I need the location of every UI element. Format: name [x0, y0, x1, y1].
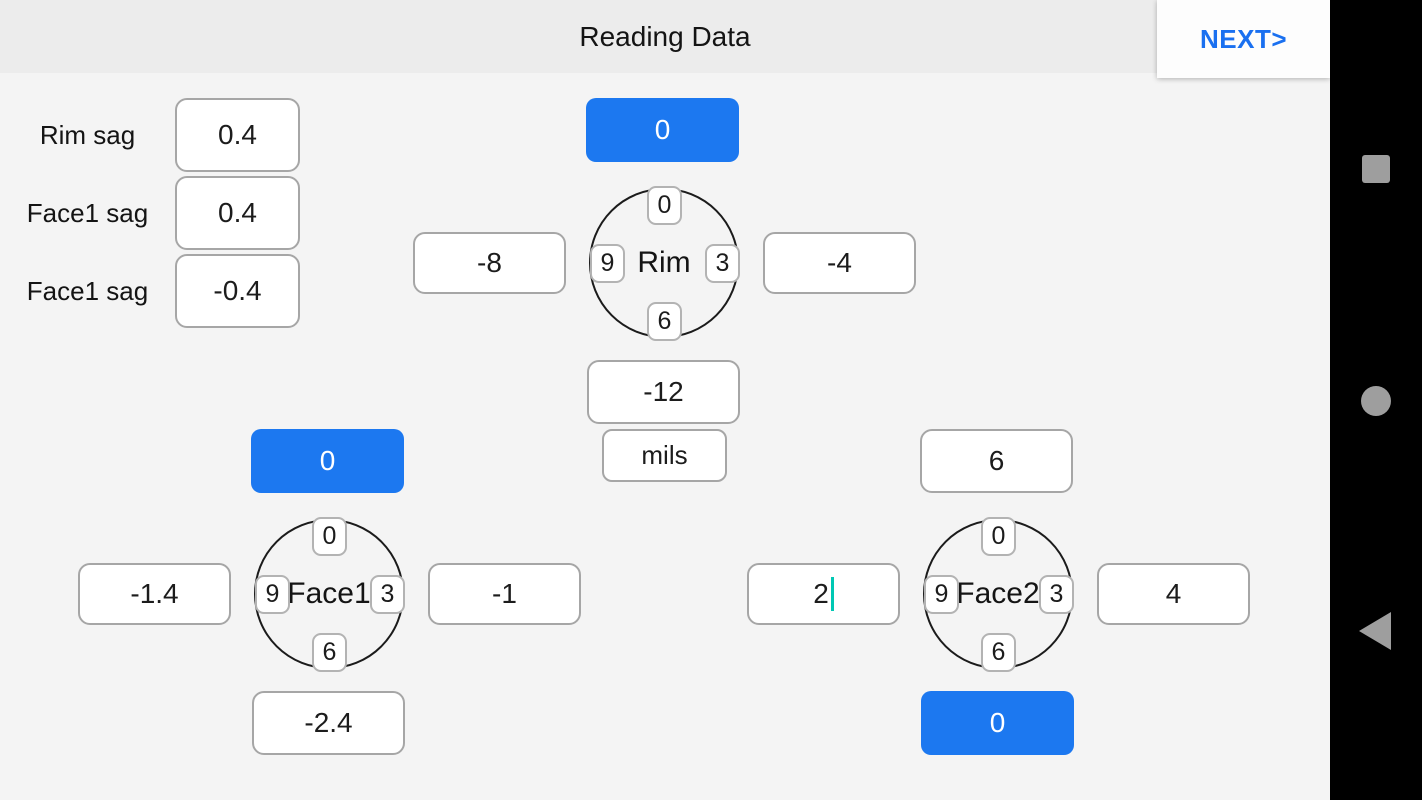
- face2-dial-label: Face2: [956, 577, 1040, 610]
- face1-clock-9: 9: [255, 575, 290, 614]
- face1-left-reading-input[interactable]: -1.4: [78, 563, 231, 625]
- face2-right-reading-input[interactable]: 4: [1097, 563, 1250, 625]
- rim-clock-3: 3: [705, 244, 740, 283]
- app-bar: Reading Data: [0, 0, 1330, 73]
- next-button[interactable]: NEXT>: [1157, 0, 1330, 78]
- face1-sag-label-2: Face1 sag: [26, 275, 149, 306]
- face1-dial-label: Face1: [287, 577, 371, 610]
- android-nav-bar: [1330, 0, 1422, 800]
- face2-zero-button[interactable]: 0: [921, 691, 1074, 755]
- rim-sag-label: Rim sag: [39, 119, 136, 150]
- face1-bottom-reading-input[interactable]: -2.4: [252, 691, 405, 755]
- recents-square-icon[interactable]: [1362, 155, 1390, 183]
- rim-clock-6: 6: [647, 302, 682, 341]
- text-cursor: [830, 577, 834, 611]
- face1-gauge: 0 Face1 0 9 3 6 -1.4 -1 -2.4: [78, 429, 581, 800]
- rim-left-reading-input[interactable]: -8: [413, 232, 566, 294]
- face2-gauge: 6 Face2 0 9 3 6 2 4 0: [747, 429, 1250, 800]
- rim-clock-12: 0: [647, 186, 682, 225]
- face2-clock-12: 0: [981, 517, 1016, 556]
- face2-left-reading-input[interactable]: 2: [747, 563, 900, 625]
- rim-bottom-reading-input[interactable]: -12: [587, 360, 740, 424]
- face1-clock-6: 6: [312, 633, 347, 672]
- rim-zero-button[interactable]: 0: [586, 98, 739, 162]
- rim-dial-label: Rim: [637, 246, 691, 279]
- face1-sag-input[interactable]: 0.4: [175, 176, 300, 250]
- units-button[interactable]: mils: [602, 429, 727, 482]
- face2-left-reading-value: 2: [813, 578, 829, 609]
- content-area: Rim sag Face1 sag Face1 sag 0.4 0.4 -0.4…: [0, 73, 1330, 800]
- home-circle-icon[interactable]: [1361, 386, 1391, 416]
- face2-clock-9: 9: [924, 575, 959, 614]
- face2-clock-3: 3: [1039, 575, 1074, 614]
- face1-clock-12: 0: [312, 517, 347, 556]
- rim-gauge: 0 Rim 0 9 3 6 -8 -4 -12 mils: [413, 98, 916, 488]
- face1-right-reading-input[interactable]: -1: [428, 563, 581, 625]
- page-title: Reading Data: [579, 20, 751, 52]
- face1-sag-label: Face1 sag: [26, 197, 149, 228]
- rim-clock-9: 9: [590, 244, 625, 283]
- rim-right-reading-input[interactable]: -4: [763, 232, 916, 294]
- back-triangle-icon[interactable]: [1359, 612, 1391, 650]
- rim-sag-input[interactable]: 0.4: [175, 98, 300, 172]
- face1-zero-button[interactable]: 0: [251, 429, 404, 493]
- face1-sag-input-2[interactable]: -0.4: [175, 254, 300, 328]
- face1-clock-3: 3: [370, 575, 405, 614]
- face2-clock-6: 6: [981, 633, 1016, 672]
- face2-top-reading-input[interactable]: 6: [920, 429, 1073, 493]
